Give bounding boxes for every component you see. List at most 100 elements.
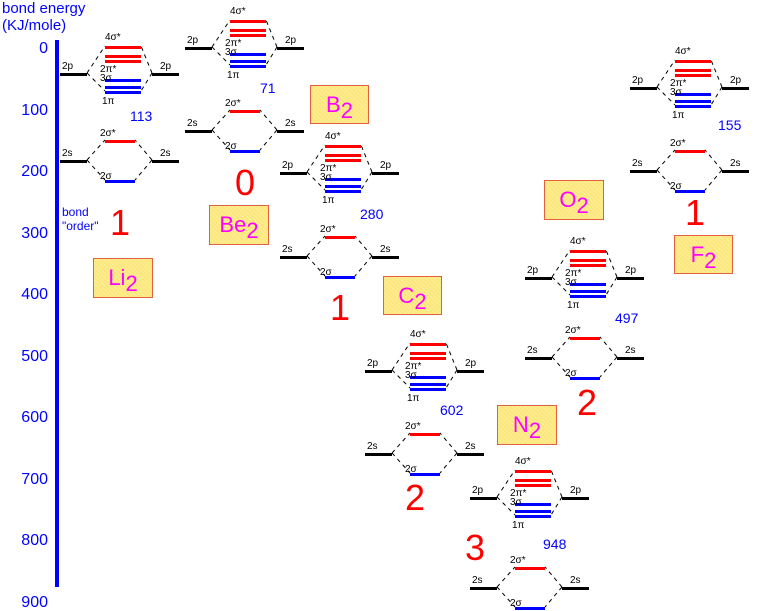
c2-symbol: C	[398, 283, 415, 308]
be2-2p-left-label: 2p	[187, 35, 199, 46]
f2-1pi-b	[675, 105, 711, 108]
b2-3sigma	[325, 178, 361, 181]
o2-2p-right-label: 2p	[625, 265, 637, 276]
c2-4sigma-star-label: 4σ*	[410, 329, 426, 340]
o2-2p-left	[525, 277, 552, 280]
axis-tick-300: 300	[21, 224, 48, 242]
li2-2sigma-star-label: 2σ*	[100, 128, 116, 139]
be2-2sigma-label: 2σ	[225, 141, 237, 152]
n2-2p-left-label: 2p	[472, 485, 484, 496]
f2-2sigma	[675, 190, 705, 193]
be2-3sigma	[230, 53, 266, 56]
n2-2pi-star-label: 2π*	[510, 488, 527, 499]
n2-2p-right	[562, 497, 589, 500]
n2-2s-right	[562, 587, 589, 590]
axis-tick-200: 200	[21, 163, 48, 180]
be2-subscript: 2	[246, 218, 259, 243]
f2-3sigma-label: 3σ	[670, 87, 682, 98]
li2-1pi-label: 1π	[102, 96, 115, 107]
n2-2sigma-star-label: 2σ*	[510, 555, 526, 566]
be2-label-box: Be2	[209, 205, 269, 245]
b2-subscript: 2	[340, 98, 353, 123]
axis-tick-900: 900	[21, 593, 48, 611]
f2-2p-left	[630, 87, 657, 90]
b2-2sigma-label: 2σ	[320, 267, 332, 278]
b2-2sigma	[325, 276, 355, 279]
be2-2p-right	[277, 47, 304, 50]
o2-3sigma-label: 3σ	[565, 277, 577, 288]
li2-symbol: Li	[108, 265, 126, 290]
f2-2sigma-star-label: 2σ*	[670, 138, 686, 149]
li2-2sigma	[105, 180, 135, 183]
f2-4sigma-star-label: 4σ*	[675, 46, 691, 57]
c2-2sigma	[410, 473, 440, 476]
b2-2s-left-label: 2s	[282, 244, 293, 255]
f2-subscript: 2	[704, 248, 717, 273]
b2-2pi-star-a	[325, 154, 361, 157]
b2-2sigma-star-label: 2σ*	[320, 224, 336, 235]
b2-2s-right	[372, 256, 399, 259]
axis-tick-400: 400	[21, 286, 48, 303]
c2-1pi-label: 1π	[407, 393, 420, 404]
o2-2s-right	[617, 357, 644, 360]
bond-order-label-line1: bond	[62, 205, 89, 219]
be2-4sigma-star-label: 4σ*	[230, 6, 246, 17]
li2-2p-left-label: 2p	[62, 61, 74, 72]
n2-2pi-star-b	[515, 484, 551, 487]
c2-2sigma-label: 2σ	[405, 464, 417, 475]
li2-2p-right-label: 2p	[160, 61, 172, 72]
be2-2pi-star-a	[230, 29, 266, 32]
b2-2pi-star-b	[325, 159, 361, 162]
n2-4sigma-star	[515, 470, 551, 473]
n2-2pi-star-a	[515, 479, 551, 482]
be2-2s-left	[185, 130, 212, 133]
be2-1pi-label: 1π	[227, 70, 240, 81]
bond-order-label-line2: "order"	[62, 219, 99, 233]
li2-4sigma-star	[105, 46, 141, 49]
b2-2s-right-label: 2s	[380, 244, 391, 255]
be2-symbol: Be	[219, 212, 247, 237]
be2-2p-left	[185, 47, 212, 50]
n2-bond-order: 3	[465, 527, 486, 568]
li2-bond-order: 1	[110, 202, 131, 243]
o2-2sigma-star	[570, 337, 600, 340]
b2-3sigma-label: 3σ	[320, 172, 332, 183]
f2-2sigma-star	[675, 150, 705, 153]
be2-1pi-b	[230, 65, 266, 68]
li2-3sigma	[105, 79, 141, 82]
o2-1pi-a	[570, 290, 606, 293]
be2-4sigma-star	[230, 20, 266, 23]
be2-bond-order: 0	[235, 162, 256, 203]
c2-2sigma-star-label: 2σ*	[405, 421, 421, 432]
c2-1pi-a	[410, 383, 446, 386]
li2-2pi-star-a	[105, 55, 141, 58]
o2-1pi-label: 1π	[567, 300, 580, 311]
li2-2sigma-star	[105, 140, 135, 143]
c2-2pi-star-label: 2π*	[405, 361, 422, 372]
b2-2s-left	[280, 256, 307, 259]
c2-2p-right-label: 2p	[465, 358, 477, 369]
n2-3sigma-label: 3σ	[510, 497, 522, 508]
o2-bond-energy: 497	[615, 310, 639, 326]
li2-2pi-star-b	[105, 60, 141, 63]
axis-tick-0: 0	[39, 40, 48, 57]
n2-bond-energy: 948	[543, 536, 567, 552]
b2-bond-order: 1	[330, 287, 351, 328]
be2-2sigma-star	[230, 110, 260, 113]
f2-2s-left-label: 2s	[632, 158, 643, 169]
c2-2pi-star-b	[410, 357, 446, 360]
n2-2s-right-label: 2s	[570, 575, 581, 586]
li2-2sigma-label: 2σ	[100, 171, 112, 182]
n2-2sigma	[515, 607, 545, 610]
c2-subscript: 2	[414, 289, 427, 314]
b2-1pi-b	[325, 190, 361, 193]
n2-1pi-label: 1π	[512, 520, 525, 531]
f2-2pi-star-a	[675, 69, 711, 72]
f2-2p-right	[722, 87, 749, 90]
b2-1pi-a	[325, 185, 361, 188]
f2-2s-right	[722, 170, 749, 173]
axis-tick-500: 500	[21, 347, 48, 365]
axis-tick-600: 600	[21, 409, 48, 426]
